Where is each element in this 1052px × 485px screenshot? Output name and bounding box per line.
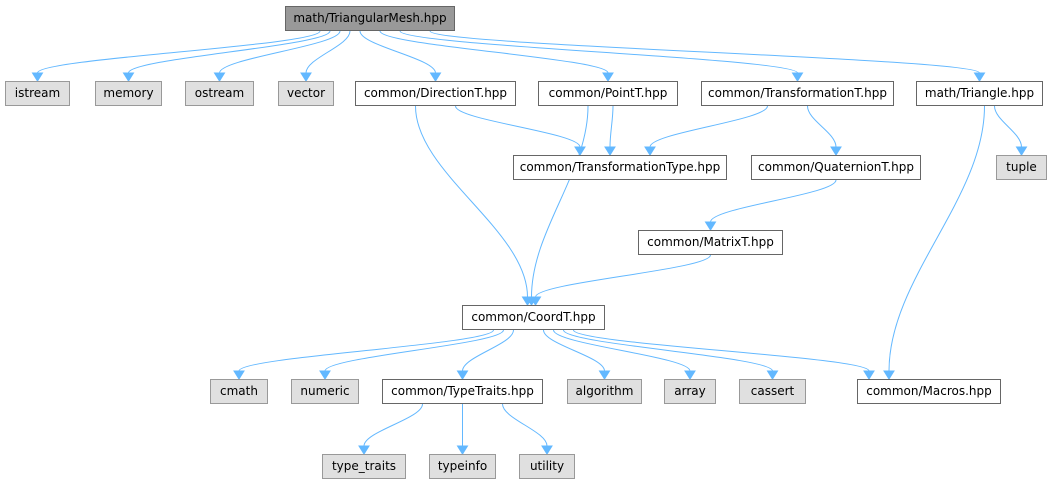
arrowhead-triangular_mesh-to-vector bbox=[300, 72, 312, 82]
node-algorithm[interactable]: algorithm bbox=[567, 379, 642, 404]
edge-point-to-coord bbox=[531, 105, 589, 298]
edge-transformation-to-transformation_type bbox=[649, 105, 768, 148]
edge-triangular_mesh-to-ostream bbox=[219, 30, 341, 74]
edge-triangular_mesh-to-transformation bbox=[399, 30, 798, 74]
arrowhead-coord-to-array bbox=[684, 370, 696, 380]
node-array[interactable]: array bbox=[664, 379, 716, 404]
node-istream[interactable]: istream bbox=[5, 81, 70, 106]
edge-direction-to-transformation_type bbox=[455, 105, 581, 148]
edge-coord-to-cassert bbox=[563, 329, 773, 372]
node-ostream[interactable]: ostream bbox=[185, 81, 254, 106]
node-typeinfo[interactable]: typeinfo bbox=[429, 454, 496, 479]
edge-coord-to-array bbox=[553, 329, 691, 372]
arrowhead-triangular_mesh-to-triangle bbox=[973, 72, 986, 82]
arrowhead-transformation-to-quaternion bbox=[830, 146, 842, 156]
node-direction-t-hpp[interactable]: common/DirectionT.hpp bbox=[355, 81, 516, 106]
node-cmath[interactable]: cmath bbox=[210, 379, 268, 404]
node-transformation-type-hpp[interactable]: common/TransformationType.hpp bbox=[513, 155, 727, 180]
arrowhead-type_traits_hdr-to-typeinfo bbox=[456, 445, 469, 455]
node-type-traits-hpp[interactable]: common/TypeTraits.hpp bbox=[382, 379, 543, 404]
node-quaternion-t-hpp[interactable]: common/QuaternionT.hpp bbox=[751, 155, 921, 180]
edge-point-to-transformation_type bbox=[609, 105, 614, 148]
edge-coord-to-cmath bbox=[238, 329, 494, 372]
arrowhead-coord-to-cmath bbox=[233, 370, 245, 380]
node-macros-hpp[interactable]: common/Macros.hpp bbox=[857, 379, 1001, 404]
arrowhead-quaternion-to-matrix bbox=[704, 221, 717, 231]
node-vector[interactable]: vector bbox=[278, 81, 334, 106]
arrowhead-transformation-to-transformation_type bbox=[644, 146, 656, 156]
node-type-traits[interactable]: type_traits bbox=[322, 454, 406, 479]
arrowhead-triangular_mesh-to-memory bbox=[122, 72, 135, 82]
node-transformation-t-hpp[interactable]: common/TransformationT.hpp bbox=[701, 81, 894, 106]
edge-triangular_mesh-to-point bbox=[379, 30, 609, 74]
arrowhead-type_traits_hdr-to-type_traits bbox=[358, 445, 370, 455]
edge-coord-to-algorithm bbox=[543, 329, 605, 372]
node-memory[interactable]: memory bbox=[95, 81, 162, 106]
arrowhead-type_traits_hdr-to-utility bbox=[541, 445, 553, 455]
edge-type_traits_hdr-to-type_traits bbox=[363, 403, 423, 447]
arrowhead-triangular_mesh-to-ostream bbox=[213, 72, 226, 82]
node-numeric[interactable]: numeric bbox=[291, 379, 359, 404]
edge-direction-to-coord bbox=[415, 105, 528, 298]
node-coord-t-hpp[interactable]: common/CoordT.hpp bbox=[462, 305, 605, 330]
edge-coord-to-type_traits_hdr bbox=[462, 329, 514, 372]
edge-coord-to-macros bbox=[573, 329, 870, 372]
edge-triangular_mesh-to-istream bbox=[37, 30, 321, 74]
edge-matrix-to-coord bbox=[535, 254, 711, 298]
node-point-t-hpp[interactable]: common/PointT.hpp bbox=[538, 81, 678, 106]
arrowhead-triangle-to-macros bbox=[883, 370, 895, 380]
arrowhead-coord-to-cassert bbox=[766, 370, 779, 380]
arrowhead-coord-to-numeric bbox=[319, 370, 331, 380]
edge-transformation-to-quaternion bbox=[807, 105, 837, 148]
edge-quaternion-to-matrix bbox=[710, 179, 837, 223]
arrowhead-point-to-transformation_type bbox=[604, 146, 616, 156]
arrowhead-triangular_mesh-to-transformation bbox=[791, 72, 804, 82]
node-triangle-hpp[interactable]: math/Triangle.hpp bbox=[916, 81, 1043, 106]
arrowhead-coord-to-type_traits_hdr bbox=[456, 370, 469, 380]
arrowhead-triangular_mesh-to-istream bbox=[31, 72, 44, 82]
edge-triangular_mesh-to-direction bbox=[359, 30, 436, 74]
arrowhead-triangular_mesh-to-direction bbox=[429, 72, 442, 82]
edge-triangular_mesh-to-triangle bbox=[429, 30, 980, 74]
arrowhead-triangle-to-tuple bbox=[1015, 146, 1028, 156]
arrowhead-matrix-to-coord bbox=[529, 296, 542, 306]
arrowhead-coord-to-algorithm bbox=[598, 370, 611, 380]
node-tuple[interactable]: tuple bbox=[996, 155, 1047, 180]
node-matrix-t-hpp[interactable]: common/MatrixT.hpp bbox=[638, 230, 783, 255]
edge-triangle-to-macros bbox=[888, 105, 985, 372]
edge-type_traits_hdr-to-utility bbox=[502, 403, 548, 447]
node-triangular-mesh-hpp[interactable]: math/TriangularMesh.hpp bbox=[285, 6, 455, 31]
arrowhead-triangular_mesh-to-point bbox=[602, 72, 614, 82]
edge-triangle-to-tuple bbox=[994, 105, 1022, 148]
arrowhead-coord-to-macros bbox=[863, 370, 875, 380]
edge-coord-to-numeric bbox=[324, 329, 504, 372]
edge-triangular_mesh-to-vector bbox=[305, 30, 351, 74]
node-utility[interactable]: utility bbox=[519, 454, 575, 479]
edge-triangular_mesh-to-memory bbox=[128, 30, 331, 74]
node-cassert[interactable]: cassert bbox=[739, 379, 806, 404]
